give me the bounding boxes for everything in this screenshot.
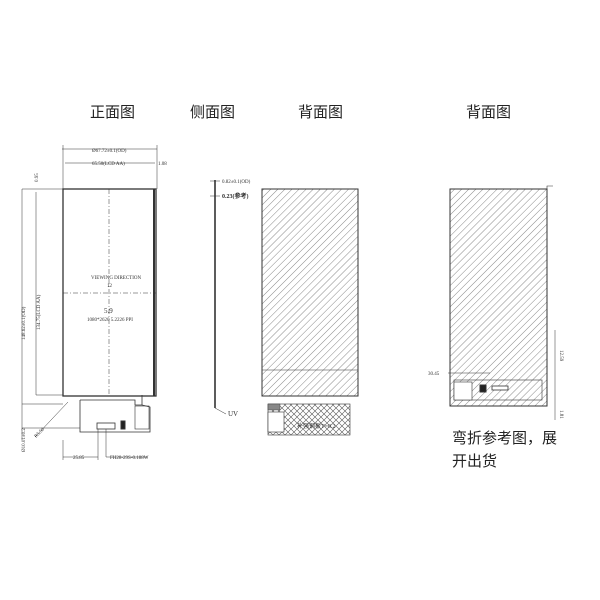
back-view	[261, 188, 359, 436]
heading-back-bent-view: 背面图	[466, 103, 511, 121]
resolution-label: 1080*2620 5.2226 PPI	[87, 318, 133, 323]
dim-total-thickness: 0.82±0.1(OD)	[222, 180, 251, 185]
stiffener-label: 补强钢板T=0.2	[297, 422, 336, 430]
dim-outer-width: Ø67.72±0.1(OD)	[92, 149, 127, 154]
front-view	[21, 145, 158, 460]
dim-bottom: Ø10.01±0.2	[22, 428, 27, 452]
dim-outer-height: 148.62±0.1(OD)	[22, 306, 27, 340]
heading-front-view: 正面图	[90, 103, 135, 121]
dim-bent-bottom: 1.81	[558, 410, 563, 419]
dim-right: 1.08	[158, 162, 167, 167]
side-view	[210, 180, 227, 415]
size-label: 5.9	[104, 307, 113, 315]
dim-aa-height: 134.75(LCD AA)	[37, 294, 42, 330]
connector-label: FH28-29S-0.188W	[110, 456, 149, 461]
dim-fpc: 25.85	[73, 456, 85, 461]
dim-corner: R5.50	[34, 427, 46, 439]
clock-label: 12	[107, 284, 113, 289]
dim-bent-right: 12.59	[558, 350, 563, 362]
viewing-direction: VIEWING DIRECTION	[91, 276, 142, 281]
bent-note-line1: 弯折参考图，展	[452, 429, 557, 447]
heading-back-view: 背面图	[298, 103, 343, 121]
uv-label: UV	[228, 410, 238, 418]
dim-top: 0.95	[35, 173, 40, 182]
dim-glass-thickness: 0.23(参考)	[222, 192, 249, 200]
heading-side-view: 侧面图	[190, 103, 235, 121]
dim-bent-left: 30.45	[428, 372, 440, 377]
back-bent-view	[448, 185, 556, 420]
dim-aa-width: 65.50(LCD AA)	[92, 162, 125, 167]
bent-note-line2: 开出货	[452, 452, 497, 470]
